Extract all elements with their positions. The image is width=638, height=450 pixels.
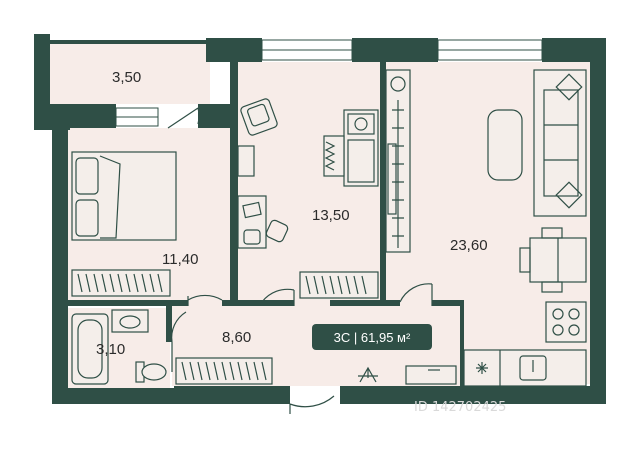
tv-stand-icon [387, 143, 397, 215]
room2-door [261, 288, 295, 306]
balcony-door [167, 107, 200, 129]
windows [115, 39, 543, 127]
area-label-bathroom: 3,10 [96, 341, 125, 358]
bed-icon [71, 151, 177, 241]
washing-machine-icon [323, 109, 379, 187]
toilet-icon [135, 361, 167, 383]
balcony-floor [50, 44, 210, 104]
radiator-room2-icon [299, 271, 379, 299]
desk-icon [237, 145, 289, 249]
total-area-badge: 3С | 61,95 м² [312, 324, 432, 350]
area-label-bedroom: 11,40 [162, 251, 198, 268]
badge-background [312, 324, 432, 350]
sink-icon [519, 355, 547, 381]
watermark: ID 142702425 [414, 400, 506, 415]
wardrobe-icon [385, 69, 411, 253]
dining-table-icon [519, 227, 587, 293]
area-label-living: 23,60 [450, 237, 488, 254]
walls [34, 34, 606, 404]
armchair-icon [240, 98, 278, 136]
badge-text: 3С | 61,95 м² [334, 330, 411, 345]
sofa-icon [533, 69, 587, 217]
bathtub-icon [71, 313, 109, 385]
bedroom-door [187, 294, 223, 306]
hall-radiator-icon [175, 357, 273, 385]
lamp-icon [358, 366, 378, 383]
stove-icon [545, 301, 587, 343]
radiator-icon [71, 269, 171, 297]
door-icon [289, 395, 335, 414]
bathroom-door [171, 311, 187, 372]
living-door [399, 283, 433, 306]
area-label-hall: 8,60 [222, 329, 251, 346]
area-label-balcony: 3,50 [112, 69, 141, 86]
shoe-cabinet-icon [405, 365, 457, 385]
bathroom-sink-icon [111, 309, 149, 333]
coffee-table-icon [487, 109, 523, 181]
area-label-room2: 13,50 [312, 207, 350, 224]
